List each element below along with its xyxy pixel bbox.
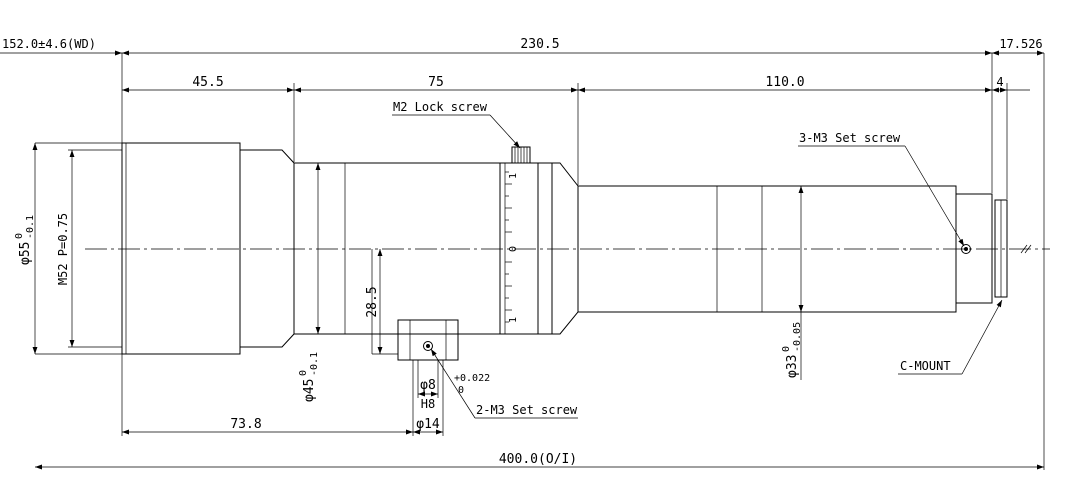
seg-flange-label: 4: [996, 75, 1003, 89]
seg-rear-label: 110.0: [765, 75, 804, 90]
front-to-screw-label: 73.8: [230, 417, 261, 432]
mid-tol-lower: -0.1: [309, 352, 320, 376]
screw-boss: [397, 319, 459, 361]
pin-tol-upper: +0.022: [454, 373, 490, 384]
callout-labels: M2 Lock screw 3-M3 Set screw 2-M3 Set sc…: [393, 100, 951, 417]
diameter-labels: φ55 0 -0.1 M52 P=0.75 φ45 0 -0.1 φ33 0 -…: [14, 213, 803, 432]
scale-mark-top: 1: [508, 173, 519, 179]
seg-focus-label: 75: [428, 75, 444, 90]
front-barrel: [121, 142, 241, 355]
mid-tol-upper: 0: [298, 370, 309, 376]
set-screw-hole-lower: [423, 341, 433, 351]
overall-length-label: 400.0(O/I): [499, 452, 577, 467]
seg-front-label: 45.5: [192, 75, 223, 90]
length-230-label: 230.5: [520, 37, 559, 52]
focus-scale-labels: 1 0 1: [508, 173, 519, 323]
middle-barrel: [293, 162, 501, 335]
m2-lock-screw-label: M2 Lock screw: [393, 100, 488, 114]
wd-label: 152.0±4.6(WD): [2, 37, 96, 51]
scale-mark-center: 0: [508, 246, 519, 252]
m3-set-screw-3-label: 3-M3 Set screw: [799, 131, 901, 145]
pin-diameter-label: φ8: [420, 378, 436, 393]
lens-body: [121, 142, 1008, 361]
leader-lines: [392, 114, 1003, 419]
boss-diameter-label: φ14: [416, 417, 440, 432]
focus-scale-ticks: [505, 171, 512, 323]
m3-set-screw-2-label: 2-M3 Set screw: [476, 403, 578, 417]
rear-tol-upper: 0: [781, 346, 792, 352]
scale-mark-bottom: 1: [508, 317, 519, 323]
rear-diameter-label: φ33: [785, 355, 800, 378]
pin-tol-lower: 0: [458, 385, 464, 396]
focus-ring: [499, 162, 539, 335]
front-tol-upper: 0: [14, 233, 25, 239]
thread-label: M52 P=0.75: [56, 213, 70, 285]
front-tol-lower: -0.1: [25, 215, 36, 239]
cmount-offset-label: 17.526: [999, 37, 1042, 51]
dimension-lines: [0, 50, 1044, 470]
front-diameter-label: φ55: [18, 242, 33, 265]
dimension-labels: 152.0±4.6(WD) 230.5 17.526 45.5 75 110.0…: [2, 37, 1043, 467]
c-mount-label: C-MOUNT: [900, 359, 951, 373]
pin-fit-label: H8: [421, 397, 435, 411]
front-taper: [239, 149, 295, 348]
height-screw-label: 28.5: [365, 286, 380, 317]
mid-diameter-label: φ45: [302, 379, 317, 402]
rear-tol-lower: -0.05: [792, 322, 803, 352]
